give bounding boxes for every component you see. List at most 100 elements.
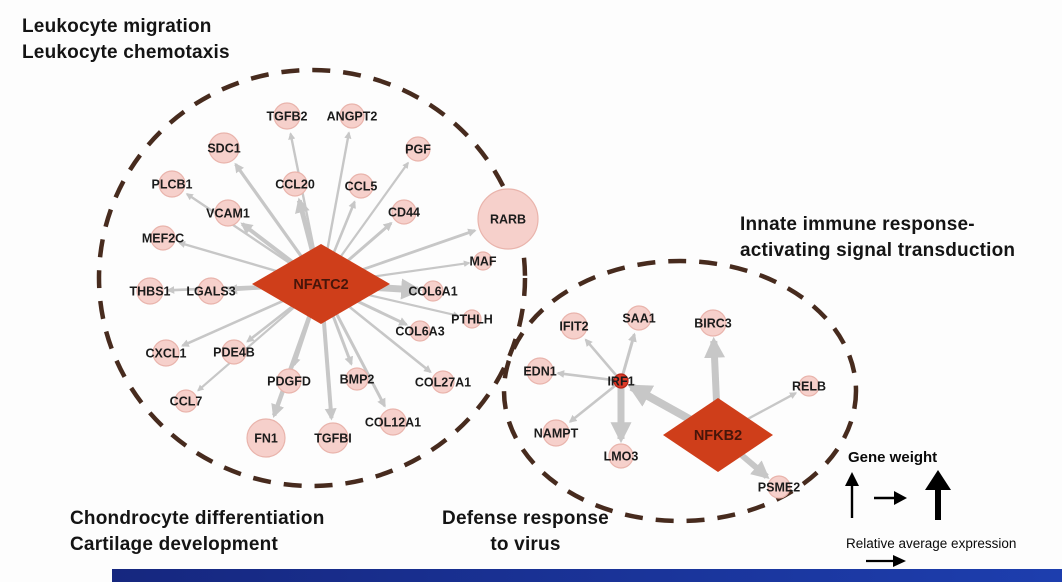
gene-label-COL12A1: COL12A1 [365, 416, 421, 430]
annotation-line: activating signal transduction [740, 240, 1016, 261]
edge-IRF1-NAMPT [568, 379, 622, 423]
annotation-innate: Innate immune response- activating signa… [740, 212, 1015, 264]
relative-expression-arrow [866, 555, 906, 567]
hub-label-NFATC2: NFATC2 [293, 277, 348, 293]
edge-IRF1-EDN1 [556, 370, 622, 383]
right-arrow-icon [866, 555, 906, 567]
gene-label-CXCL1: CXCL1 [146, 347, 187, 361]
gene-label-MEF2C: MEF2C [142, 232, 184, 246]
gene-label-VCAM1: VCAM1 [206, 207, 250, 221]
gene-label-BMP2: BMP2 [340, 373, 375, 387]
gene-node-RARB[interactable] [477, 188, 539, 250]
gene-node-PTHLH[interactable] [462, 309, 482, 329]
annotation-line: Innate immune response- [740, 214, 975, 235]
gene-node-MEF2C[interactable] [150, 225, 176, 251]
gene-node-SAA1[interactable] [626, 305, 652, 331]
gene-label-IRF1: IRF1 [607, 375, 634, 389]
gene-weight-label: Gene weight [848, 449, 938, 466]
gene-node-EDN1[interactable] [526, 357, 554, 385]
gene-node-TGFB2[interactable] [273, 102, 301, 130]
gene-node-PDGFD[interactable] [276, 368, 302, 394]
gene-label-TGFBI: TGFBI [314, 432, 352, 446]
gene-node-CCL20[interactable] [282, 171, 308, 197]
gene-label-FN1: FN1 [254, 432, 278, 446]
gene-label-THBS1: THBS1 [130, 285, 171, 299]
gene-label-LMO3: LMO3 [604, 450, 639, 464]
gene-node-ANGPT2[interactable] [339, 103, 365, 129]
gene-label-PDE4B: PDE4B [213, 346, 255, 360]
gene-node-VCAM1[interactable] [214, 199, 242, 227]
annotation-line: Chondrocyte differentiation [70, 508, 325, 529]
gene-node-CCL5[interactable] [348, 173, 374, 199]
gene-node-PSME2[interactable] [767, 475, 791, 499]
gene-node-LGALS3[interactable] [197, 277, 225, 305]
bottom-blue-bar [112, 569, 1062, 582]
gene-label-PTHLH: PTHLH [451, 313, 493, 327]
gene-node-NAMPT[interactable] [542, 419, 570, 447]
gene-node-SDC1[interactable] [208, 132, 240, 164]
gene-node-CCL7[interactable] [174, 389, 198, 413]
gene-label-LGALS3: LGALS3 [186, 285, 235, 299]
gene-label-CCL20: CCL20 [275, 178, 315, 192]
gene-label-EDN1: EDN1 [523, 365, 556, 379]
gene-label-CD44: CD44 [388, 206, 420, 220]
gene-label-PSME2: PSME2 [758, 481, 800, 495]
gene-node-RELB[interactable] [798, 375, 820, 397]
gene-label-CCL7: CCL7 [170, 395, 203, 409]
gene-node-TGFBI[interactable] [317, 422, 349, 454]
right-arrow-icon [874, 491, 907, 505]
annotation-leukocyte: Leukocyte migration Leukocyte chemotaxis [22, 14, 230, 66]
gene-node-CXCL1[interactable] [152, 339, 180, 367]
relative-expression-label: Relative average expression [846, 536, 1017, 551]
thick-up-arrow-icon [925, 470, 951, 520]
gene-node-PGF[interactable] [405, 136, 431, 162]
gene-label-PLCB1: PLCB1 [152, 178, 193, 192]
gene-node-IRF1[interactable] [613, 373, 629, 389]
gene-label-BIRC3: BIRC3 [694, 317, 732, 331]
gene-label-SAA1: SAA1 [622, 312, 655, 326]
annotation-line: Cartilage development [70, 534, 278, 555]
gene-label-TGFB2: TGFB2 [267, 110, 308, 124]
gene-label-COL27A1: COL27A1 [415, 376, 471, 390]
gene-node-COL12A1[interactable] [379, 408, 407, 436]
gene-node-COL6A1[interactable] [422, 280, 444, 302]
hub-node-NFKB2[interactable] [663, 398, 773, 472]
annotation-line: Leukocyte migration [22, 16, 212, 37]
gene-node-IFIT2[interactable] [560, 312, 588, 340]
gene-label-CCL5: CCL5 [345, 180, 378, 194]
annotation-line: to virus [490, 534, 561, 555]
defense-virus-cluster-outline [501, 258, 859, 524]
gene-node-FN1[interactable] [246, 418, 286, 458]
thin-up-arrow-icon [845, 472, 859, 518]
gene-label-MAF: MAF [469, 255, 496, 269]
gene-label-ANGPT2: ANGPT2 [327, 110, 378, 124]
gene-node-BMP2[interactable] [345, 367, 369, 391]
gene-label-COL6A1: COL6A1 [408, 285, 457, 299]
edge-IRF1-IFIT2 [584, 338, 622, 382]
gene-node-THBS1[interactable] [136, 277, 164, 305]
gene-node-LMO3[interactable] [608, 443, 634, 469]
gene-node-COL27A1[interactable] [431, 370, 455, 394]
gene-label-PGF: PGF [405, 143, 431, 157]
gene-node-BIRC3[interactable] [699, 309, 727, 337]
leukocyte-chondrocyte-cluster-outline [96, 67, 528, 489]
gene-node-CD44[interactable] [391, 199, 417, 225]
annotation-defense: Defense response to virus [423, 506, 628, 558]
gene-label-RARB: RARB [490, 213, 526, 227]
gene-node-PLCB1[interactable] [158, 170, 186, 198]
annotation-line: Defense response [442, 508, 609, 529]
annotation-chondrocyte: Chondrocyte differentiation Cartilage de… [70, 506, 325, 558]
hub-node-NFATC2[interactable] [252, 244, 390, 324]
gene-node-PDE4B[interactable] [221, 339, 247, 365]
hub-label-NFKB2: NFKB2 [694, 428, 742, 444]
gene-node-COL6A3[interactable] [409, 320, 431, 342]
gene-label-IFIT2: IFIT2 [559, 320, 588, 334]
gene-weight-arrows [845, 470, 951, 520]
annotation-line: Leukocyte chemotaxis [22, 42, 230, 63]
edge-IRF1-SAA1 [619, 332, 637, 382]
gene-node-MAF[interactable] [473, 251, 493, 271]
gene-label-COL6A3: COL6A3 [395, 325, 444, 339]
gene-label-RELB: RELB [792, 380, 826, 394]
